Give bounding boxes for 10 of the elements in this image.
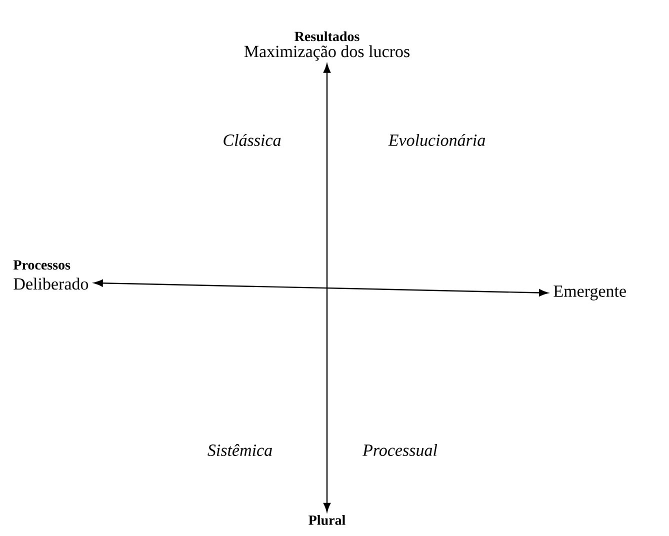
quadrant-label: Clássica	[224, 134, 281, 146]
axis-label: Plural	[308, 515, 346, 525]
quadrant-label: Sistêmica	[208, 444, 272, 456]
axis-label: Processos Deliberado	[13, 260, 88, 290]
axis-arrow	[94, 280, 548, 296]
quadrant-label: Processual	[362, 444, 438, 456]
axis-label: Emergente	[554, 286, 626, 300]
axis-arrow	[323, 64, 331, 512]
axis-label: Resultados Maximização dos lucros	[244, 31, 410, 61]
quadrant-label: Evolucionária	[388, 134, 485, 146]
